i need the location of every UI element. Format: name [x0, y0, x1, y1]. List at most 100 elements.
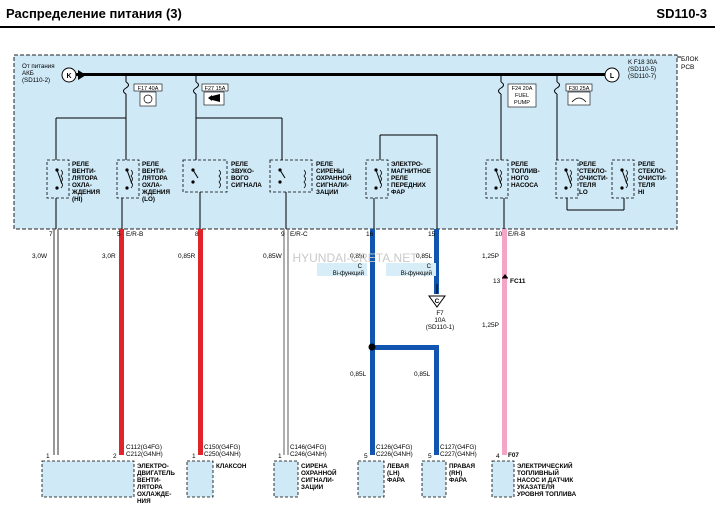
- pin-16: 16: [366, 231, 374, 238]
- relay-wiper-hi-label: HI: [638, 189, 645, 196]
- fan-lo-contact: [125, 186, 129, 190]
- page-header: Распределение питания (3) SD110-3: [0, 0, 715, 28]
- wire-er-c: E/R-C: [290, 231, 308, 238]
- fan-hi-contact: [55, 186, 59, 190]
- wire-size-1-25p-b: 1,25P: [482, 322, 499, 329]
- relay-fan-lo-label: ВЕНТИ-: [142, 168, 166, 175]
- wire-size-1-25p-a: 1,25P: [482, 253, 499, 260]
- connector-fan-label: C112(G4FG): [126, 444, 162, 451]
- relay-fan-lo-label: РЕЛЕ: [142, 161, 159, 168]
- connector-rh-label: C227(G4NH): [440, 451, 477, 458]
- connector-l-label: L: [610, 73, 615, 80]
- pin-8: 8: [195, 231, 199, 238]
- pin-7: 7: [49, 231, 53, 238]
- diagram-static-layer: [13, 54, 681, 498]
- connector-k: [61, 67, 77, 83]
- relay-headlamp-label: ФАР: [391, 189, 405, 196]
- page-title: Распределение питания (3): [6, 6, 182, 21]
- connector-l: [604, 67, 620, 83]
- page-code: SD110-3: [656, 6, 707, 21]
- siren-box: [273, 460, 299, 498]
- siren-coil: [303, 169, 306, 189]
- rh-lamp-label: (RH): [449, 470, 462, 477]
- lh-lamp-label: ФАРА: [387, 477, 405, 484]
- bi-function-left-box: [317, 263, 367, 276]
- fan-motor-label: ВЕНТИ-: [137, 477, 161, 484]
- pcb-label: PCB: [681, 64, 694, 71]
- relay-fan-hi-label: ЖДЕНИЯ: [71, 189, 100, 196]
- relay-wiper-lo-label: ОЧИСТИ-: [579, 175, 608, 182]
- siren-switch-arm: [279, 169, 286, 179]
- relay-horn-label: ВОГО: [231, 175, 249, 182]
- connector-fuel-label: F07: [508, 452, 519, 459]
- horn-contact: [191, 180, 195, 184]
- lh-lamp-label: (LH): [387, 470, 400, 477]
- f7-ref-label: (SD110-1): [426, 324, 455, 331]
- siren-label: СИГНАЛИ-: [301, 477, 334, 484]
- connector-rh-label: C127(G4FG): [440, 444, 476, 451]
- wire-0-85l-rh: [434, 345, 439, 455]
- bottom-pin-siren: 1: [278, 453, 282, 460]
- source-right-label: K F18 30A: [628, 59, 658, 66]
- fuse-f24-tag: [507, 83, 537, 108]
- connector-lh-label: C126(G4FG): [376, 444, 412, 451]
- splice-point: [368, 343, 376, 351]
- fc11-label: FC11: [510, 278, 526, 285]
- relay-siren-label: ОХРАННОЙ: [316, 173, 352, 182]
- rh-lamp-label: ПРАВАЯ: [449, 463, 476, 470]
- wiper-lo-coil: [569, 169, 572, 189]
- relay-wiper-lo-label: LO: [579, 189, 588, 196]
- relay-fan-hi-label: РЕЛЕ: [72, 161, 89, 168]
- relay-wiper-hi-label: РЕЛЕ: [638, 161, 655, 168]
- fuel-relay-box: [485, 159, 509, 199]
- relay-headlamp-label: МАГНИТНОЕ: [391, 168, 431, 175]
- relay-fuel-label: НАСОСА: [511, 182, 539, 189]
- connector-k-label: K: [66, 73, 71, 80]
- siren-label: ЗАЦИИ: [301, 484, 324, 491]
- main-bus: [76, 73, 608, 76]
- relay-fan-hi-label: ЛЯТОРА: [72, 175, 98, 182]
- relay-fan-hi-label: ВЕНТИ-: [72, 168, 96, 175]
- siren-relay-box: [269, 159, 313, 193]
- wiper-hi-relay-box: [611, 159, 635, 199]
- wire-size-0-85l-a: 0,85L: [350, 253, 367, 260]
- fuel-pump-label: НАСОС И ДАТЧИК: [517, 477, 573, 484]
- watermark-text: HYUNDAI-CRETA.NET: [292, 251, 418, 265]
- pin-9: 9: [281, 231, 285, 238]
- fan-motor-label: ДВИГАТЕЛЬ: [137, 470, 175, 477]
- wire-er-b-2: E/R-B: [508, 231, 525, 238]
- relay-headlamp-label: ПЕРЕДНИХ: [391, 182, 427, 189]
- bottom-pin-lh: 5: [364, 453, 368, 460]
- relay-wiper-lo-label: РЕЛЕ: [579, 161, 596, 168]
- connector-fan-label: C212(G4NH): [126, 451, 163, 458]
- bottom-pin-fuel: 4: [496, 453, 500, 460]
- connector-horn-label: C150(G4FG): [204, 444, 240, 451]
- source-left-label: АКБ: [22, 70, 34, 77]
- siren-contact: [278, 180, 282, 184]
- rh-lamp-box: [421, 460, 447, 498]
- wiper-lo-relay-box: [555, 159, 579, 199]
- headlamp-contact: [374, 186, 378, 190]
- relay-horn-label: РЕЛЕ: [231, 161, 248, 168]
- fuse-f24-label: PUMP: [514, 100, 530, 106]
- fuel-pump-label: УРОВНЯ ТОПЛИВА: [517, 491, 577, 498]
- f7-ref-triangle: [428, 295, 446, 308]
- fuse-f24-element: [498, 81, 504, 95]
- relay-horn-label: ЗВУКО-: [231, 168, 254, 175]
- relay-siren-label: СИРЕНЫ: [316, 168, 344, 175]
- source-left-label: От питания: [22, 63, 55, 70]
- horn-switch-arm: [192, 169, 199, 179]
- relay-headlamp-label: РЕЛЕ: [391, 175, 408, 182]
- wire-size-0-85l-d: 0,85L: [414, 371, 431, 378]
- bottom-pin-horn: 1: [192, 453, 196, 460]
- bottom-pin-fan-b: 2: [113, 453, 117, 460]
- relay-siren-label: ЗАЦИИ: [316, 189, 339, 196]
- relay-fuel-label: РЕЛЕ: [511, 161, 528, 168]
- wire-size-0-85l-c: 0,85L: [350, 371, 367, 378]
- fan-lo-relay-box: [116, 159, 140, 199]
- headlamp-coil: [379, 169, 382, 189]
- fuse-f27-tag: [201, 83, 229, 92]
- bi-function-left-letter: C: [358, 264, 363, 270]
- connector-horn-label: C250(G4NH): [204, 451, 241, 458]
